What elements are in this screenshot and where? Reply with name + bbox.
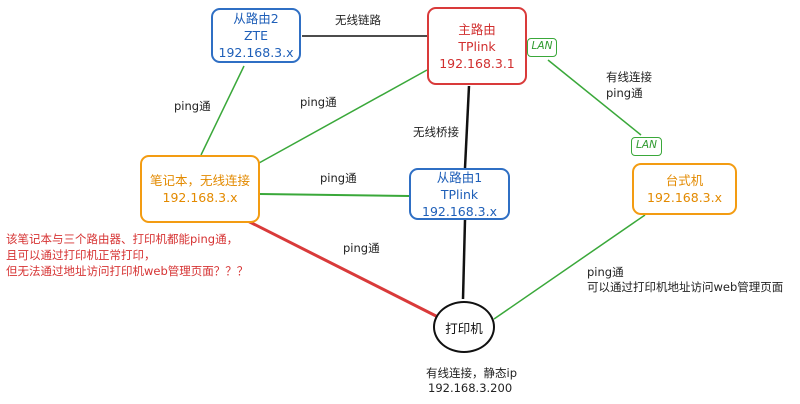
desktop-box: 台式机 192.168.3.x xyxy=(632,163,737,215)
wireless-bridge-label: 无线桥接 xyxy=(413,125,459,139)
sub-router-1-ip: 192.168.3.x xyxy=(422,203,497,219)
printer-ip-label: 192.168.3.200 xyxy=(428,381,513,395)
question-note-line-2: 且可以通过打印机正常打印， xyxy=(6,248,156,262)
lan-tag-desktop: LAN xyxy=(631,137,662,156)
question-note-line-1: 该笔记本与三个路由器、打印机都能ping通， xyxy=(6,232,239,246)
wired-label-2: ping通 xyxy=(606,86,643,100)
ping-laptop-printer-label: ping通 xyxy=(343,241,380,255)
printer-name: 打印机 xyxy=(445,320,483,336)
wireless-link-label: 无线链路 xyxy=(335,13,381,27)
desktop-name: 台式机 xyxy=(665,173,704,188)
printer-conn-label: 有线连接，静态ip xyxy=(426,366,517,380)
printer-node: 打印机 xyxy=(433,301,495,353)
line-sub1-printer xyxy=(461,219,467,300)
sub-router-1-brand: TPlink xyxy=(440,186,479,202)
desktop-printer-label-2: 可以通过打印机地址访问web管理页面 xyxy=(587,280,784,294)
sub-router-1-box: 从路由1 TPlink 192.168.3.x xyxy=(409,168,510,220)
laptop-box: 笔记本，无线连接 192.168.3.x xyxy=(140,155,260,223)
line-laptop-sub1 xyxy=(259,193,410,197)
main-router-name: 主路由 xyxy=(458,21,496,37)
line-main-sub1 xyxy=(463,85,471,169)
line-main-desktop xyxy=(547,59,642,136)
line-desktop-printer xyxy=(493,214,646,320)
wired-label-1: 有线连接 xyxy=(606,70,652,84)
ping-laptop-sub1-label: ping通 xyxy=(320,171,357,185)
line-sub2-laptop xyxy=(200,65,245,156)
sub-router-2-box: 从路由2 ZTE 192.168.3.x xyxy=(211,8,301,63)
laptop-ip: 192.168.3.x xyxy=(162,190,238,205)
sub-router-1-name: 从路由1 xyxy=(436,169,483,185)
line-main-laptop xyxy=(258,69,428,164)
main-router-brand: TPlink xyxy=(458,38,496,54)
main-router-box: 主路由 TPlink 192.168.3.1 xyxy=(427,7,527,85)
ping-main-laptop-label: ping通 xyxy=(300,95,337,109)
lan-tag-main: LAN xyxy=(527,38,557,57)
ping-sub2-laptop-label: ping通 xyxy=(174,99,211,113)
main-router-ip: 192.168.3.1 xyxy=(439,55,515,71)
sub-router-2-brand: ZTE xyxy=(243,28,269,43)
line-laptop-printer xyxy=(225,208,441,320)
question-note-line-3: 但无法通过地址访问打印机web管理页面？？？ xyxy=(6,264,249,278)
sub-router-2-ip: 192.168.3.x xyxy=(218,45,294,60)
sub-router-2-name: 从路由2 xyxy=(233,11,279,26)
desktop-ip: 192.168.3.x xyxy=(647,190,722,205)
laptop-name: 笔记本，无线连接 xyxy=(149,173,250,188)
desktop-printer-label-1: ping通 xyxy=(587,265,624,279)
